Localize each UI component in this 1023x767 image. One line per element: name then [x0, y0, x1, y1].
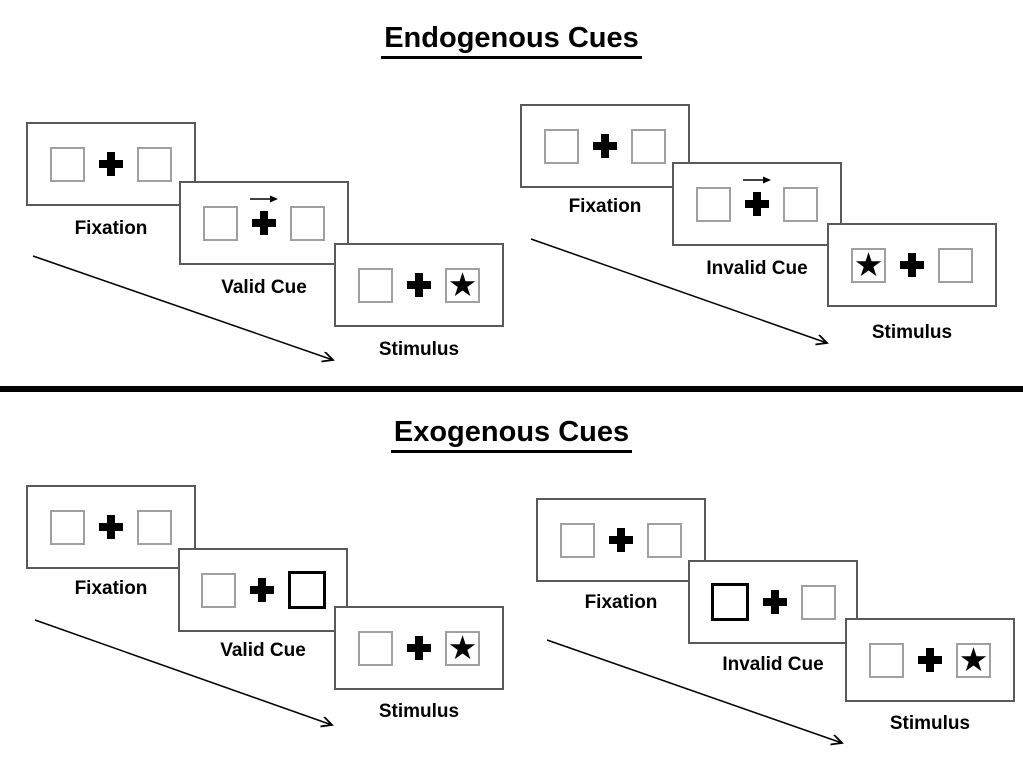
plus-cross-icon	[407, 636, 431, 660]
fixation-cross-slot	[918, 648, 942, 672]
left-box	[358, 267, 393, 303]
star-icon: ★	[958, 639, 989, 679]
cue-cross-slot	[250, 195, 278, 235]
right-box	[137, 146, 172, 182]
section-title-text: Endogenous Cues	[381, 22, 642, 59]
fixation-cross-slot	[407, 273, 431, 297]
left-box-with-star: ★	[851, 244, 886, 284]
timeline-arrow-endogenous-invalid	[530, 238, 827, 343]
fixation-cross-slot	[900, 253, 924, 277]
right-box	[938, 247, 973, 283]
left-box	[50, 509, 85, 545]
plus-cross-icon	[900, 253, 924, 277]
panel-valid-cue	[179, 181, 349, 265]
section-title-text: Exogenous Cues	[390, 416, 633, 453]
panel-invalid-cue	[688, 560, 858, 644]
panel-fixation	[26, 122, 196, 206]
right-box	[137, 509, 172, 545]
right-arrow-cue-icon	[743, 176, 771, 184]
left-box	[203, 205, 238, 241]
left-box	[358, 630, 393, 666]
panel-label: Fixation	[584, 592, 658, 613]
panel-label: Stimulus	[378, 701, 460, 722]
section-title-exogenous: Exogenous Cues	[0, 416, 1023, 453]
panel-label: Fixation	[568, 196, 642, 217]
panel-label: Fixation	[74, 218, 148, 239]
fixation-cross-slot	[249, 578, 274, 602]
panel-valid-cue	[178, 548, 348, 632]
plus-cross-icon	[745, 192, 769, 216]
panel-fixation	[520, 104, 690, 188]
left-box	[544, 128, 579, 164]
left-box	[560, 522, 595, 558]
right-box-with-star: ★	[956, 639, 991, 679]
right-box	[647, 522, 682, 558]
left-box	[696, 186, 731, 222]
plus-cross-icon	[99, 152, 123, 176]
panel-label: Valid Cue	[220, 640, 306, 661]
section-title-endogenous: Endogenous Cues	[0, 22, 1023, 59]
fixation-cross-slot	[762, 590, 787, 614]
timeline-arrow-exogenous-valid	[34, 619, 332, 725]
fixation-cross-slot	[609, 528, 633, 552]
panel-fixation	[536, 498, 706, 582]
right-box	[631, 128, 666, 164]
panel-label: Stimulus	[889, 713, 971, 734]
cue-cross-slot	[743, 176, 771, 216]
right-arrow-cue-icon	[250, 195, 278, 203]
timeline-arrow-endogenous-valid	[32, 255, 333, 360]
section-divider	[0, 386, 1023, 392]
fixation-cross-slot	[407, 636, 431, 660]
panel-fixation	[26, 485, 196, 569]
panel-stimulus: ★	[827, 223, 997, 307]
right-box-with-star: ★	[445, 627, 480, 667]
panel-stimulus: ★	[845, 618, 1015, 702]
plus-cross-icon	[762, 590, 787, 614]
plus-cross-icon	[918, 648, 942, 672]
panel-invalid-cue	[672, 162, 842, 246]
plus-cross-icon	[249, 578, 274, 602]
left-box	[869, 642, 904, 678]
fixation-cross-slot	[593, 134, 617, 158]
star-icon: ★	[447, 264, 478, 304]
right-box-bold-cue	[287, 571, 326, 609]
fixation-cross-slot	[99, 515, 123, 539]
left-box	[200, 572, 236, 608]
plus-cross-icon	[593, 134, 617, 158]
panel-stimulus: ★	[334, 606, 504, 690]
panel-stimulus: ★	[334, 243, 504, 327]
fixation-cross-slot	[99, 152, 123, 176]
panel-label: Stimulus	[378, 339, 460, 360]
right-box-with-star: ★	[445, 264, 480, 304]
panel-label: Valid Cue	[221, 277, 307, 298]
left-box-bold-cue	[710, 583, 749, 621]
panel-label: Stimulus	[871, 322, 953, 343]
right-box	[290, 205, 325, 241]
right-box	[783, 186, 818, 222]
plus-cross-icon	[609, 528, 633, 552]
panel-label: Fixation	[74, 578, 148, 599]
plus-cross-icon	[407, 273, 431, 297]
star-icon: ★	[447, 627, 478, 667]
right-box	[800, 584, 836, 620]
panel-label: Invalid Cue	[706, 258, 808, 279]
star-icon: ★	[853, 244, 884, 284]
plus-cross-icon	[99, 515, 123, 539]
panel-label: Invalid Cue	[722, 654, 824, 675]
plus-cross-icon	[252, 211, 276, 235]
left-box	[50, 146, 85, 182]
